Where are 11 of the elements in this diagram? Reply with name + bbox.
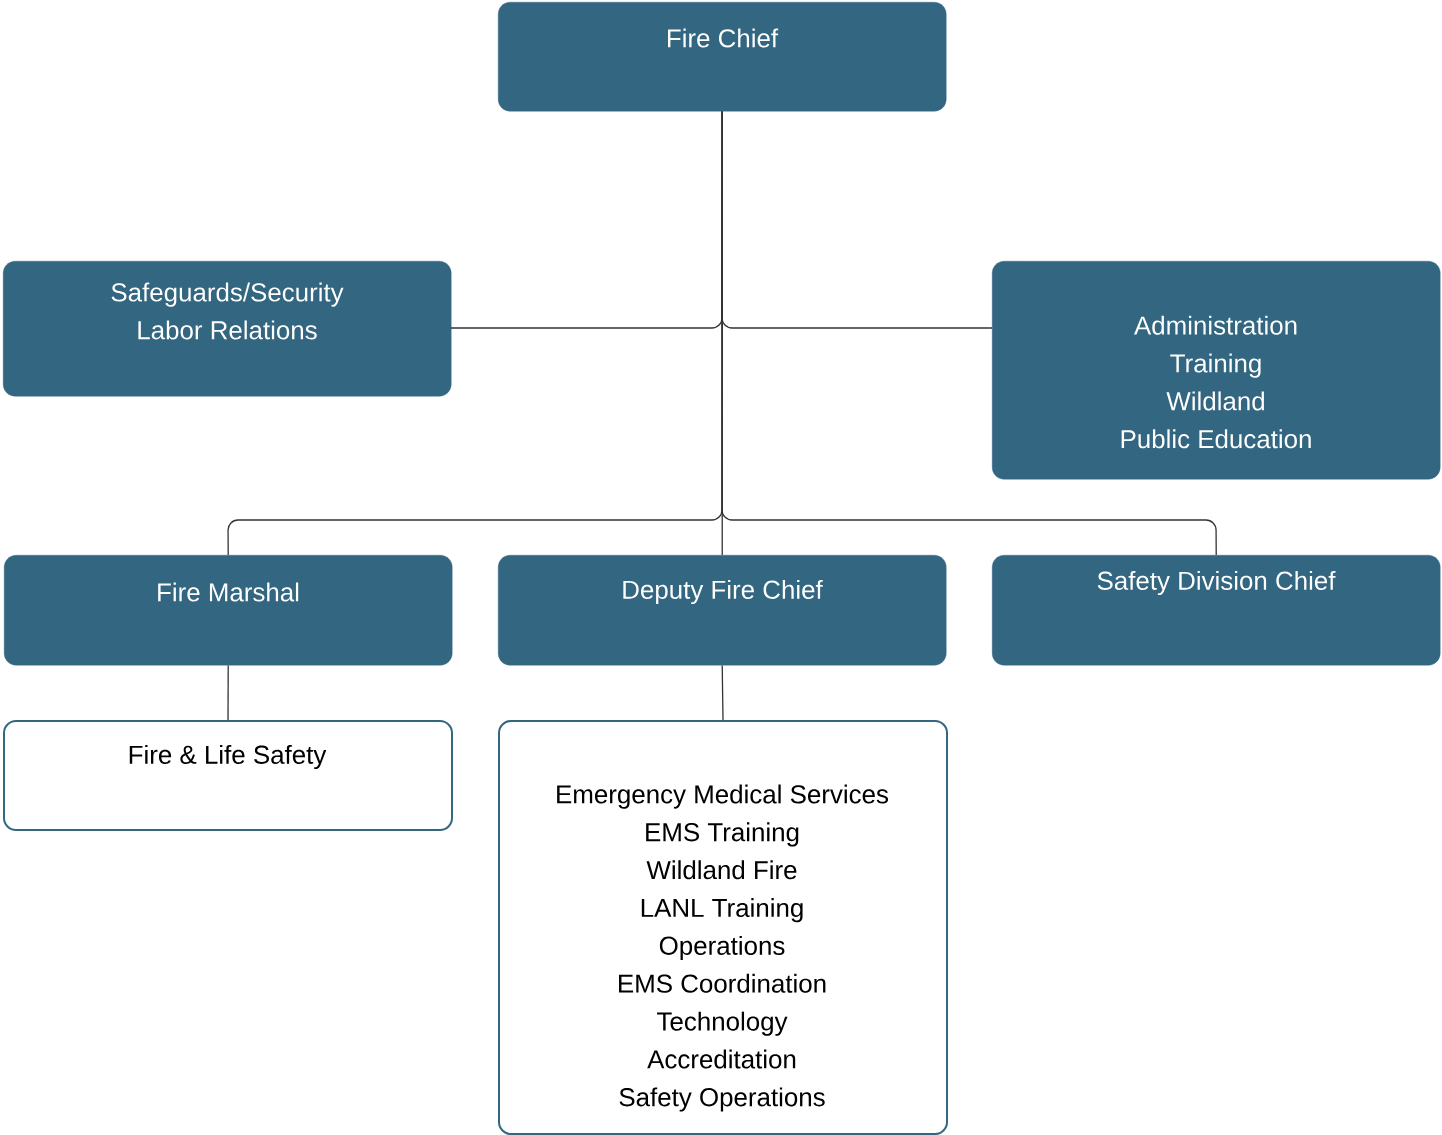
position-box: Safeguards/Security Labor Relations (3, 261, 452, 397)
connector-line (721, 664, 724, 721)
duties-box: Emergency Medical Services EMS Training Wildland Fire LANL Training Operations EMS Coordination Technology Accreditation Safety Operations (498, 720, 948, 1135)
duties-box: Fire & Life Safety (3, 720, 453, 831)
position-box: Fire Chief (498, 2, 947, 112)
position-box: Administration Training Wildland Public Education (992, 261, 1441, 480)
position-box: Deputy Fire Chief (498, 555, 947, 666)
position-box: Safety Division Chief (992, 555, 1441, 666)
connector-line (721, 110, 1217, 556)
position-box: Fire Marshal (4, 555, 453, 666)
connector-line (227, 664, 229, 721)
